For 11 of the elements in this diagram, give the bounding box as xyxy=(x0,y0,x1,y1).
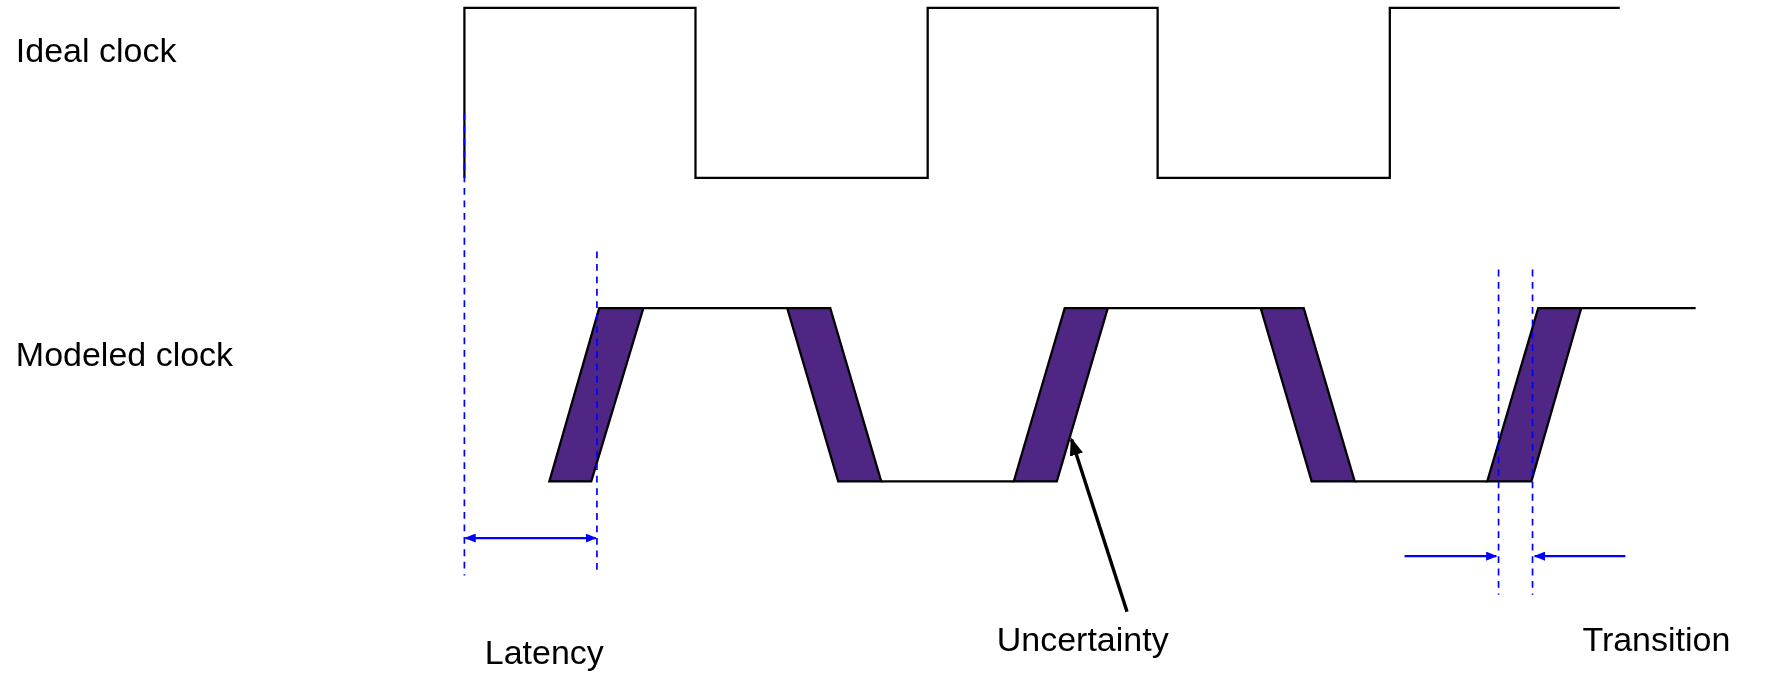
transition-band xyxy=(785,306,883,483)
transition-band xyxy=(547,306,645,483)
transition-band xyxy=(1259,306,1357,483)
row-label: Modeled clock xyxy=(15,335,234,374)
row-label: Ideal clock xyxy=(15,31,177,71)
transition-band xyxy=(1485,306,1583,483)
dimension-label: Transition xyxy=(1582,620,1731,660)
transition-band xyxy=(1012,306,1110,483)
leader-line xyxy=(1069,437,1129,613)
leader-label: Uncertainty xyxy=(996,620,1169,660)
dimension-label: Latency xyxy=(484,633,604,672)
